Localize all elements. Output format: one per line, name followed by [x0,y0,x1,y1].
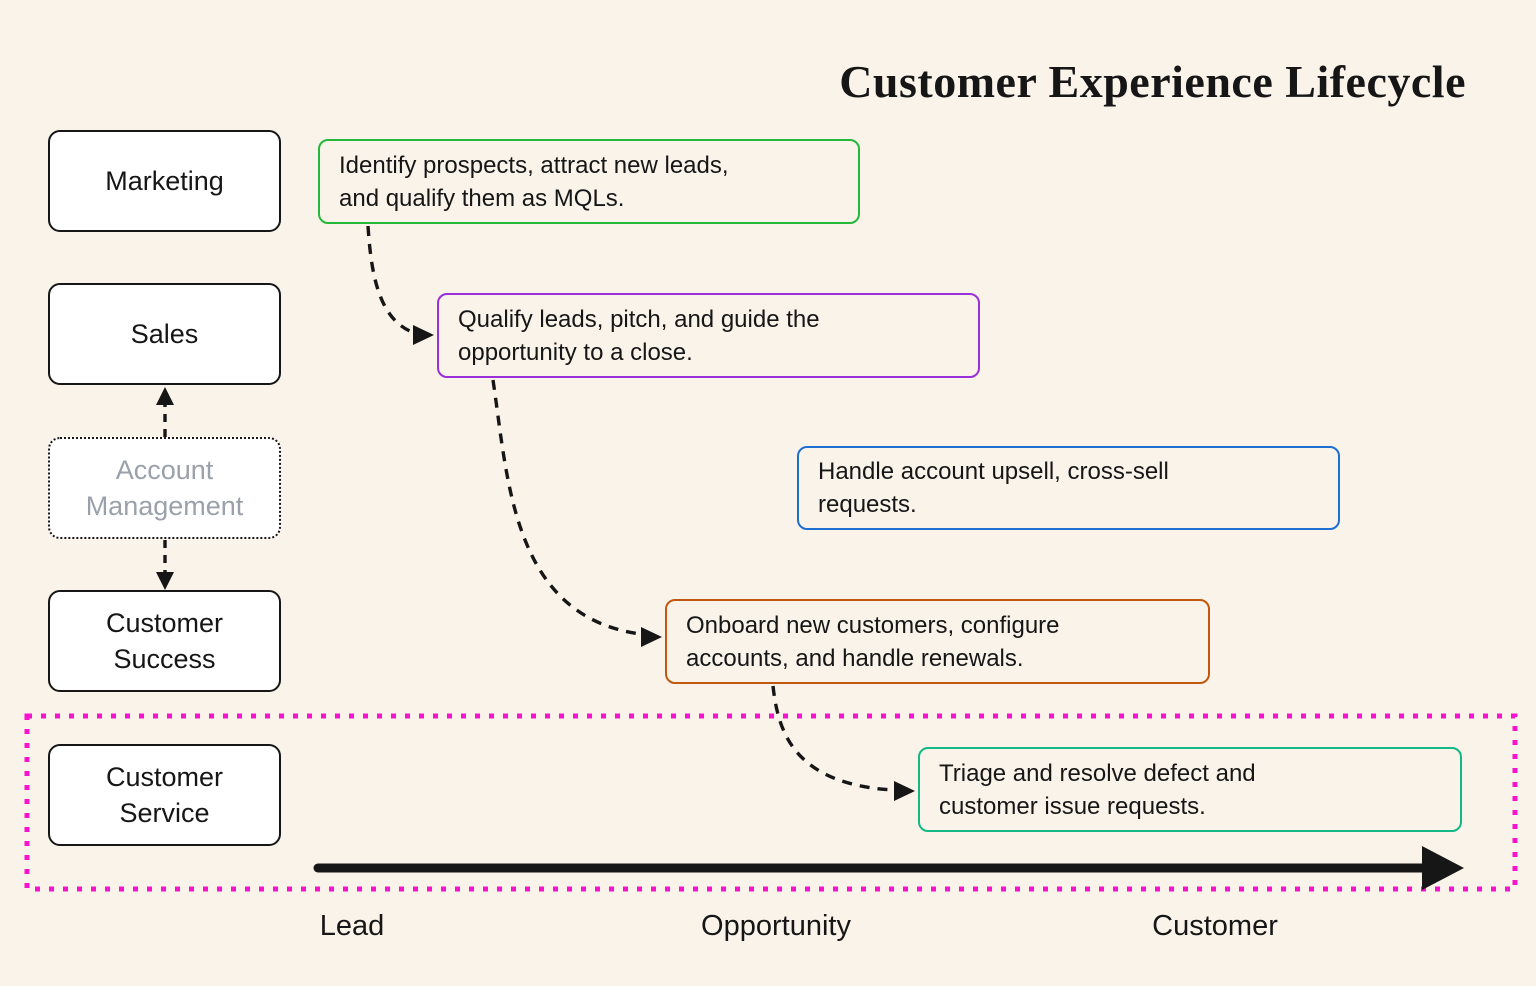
dept-label-sales: Sales [130,318,199,349]
dept-label-customer-success: Customer Success [105,607,224,674]
activity-text-marketing: Identify prospects, attract new leads, a… [339,151,729,212]
arrowhead-account-management-to-sales [156,387,174,405]
timeline-label-customer: Customer [1152,910,1278,942]
activity-box-customer-service: Triage and resolve defect and customer i… [918,747,1462,832]
activity-box-account-management: Handle account upsell, cross-sell reques… [797,446,1340,530]
activity-text-sales: Qualify leads, pitch, and guide the oppo… [458,305,820,366]
activity-box-sales: Qualify leads, pitch, and guide the oppo… [437,293,980,378]
dept-label-marketing: Marketing [105,165,224,196]
activity-text-customer-service: Triage and resolve defect and customer i… [939,759,1256,820]
dept-box-marketing: Marketing [48,130,281,232]
connector-sales-to-customer-success [491,379,641,636]
dept-box-sales: Sales [48,283,281,385]
arrowhead-customer-success-to-customer-service [894,781,915,801]
activity-text-customer-success: Onboard new customers, configure account… [686,611,1060,672]
diagram-title: Customer Experience Lifecycle [839,56,1466,107]
dept-box-customer-success: Customer Success [48,590,281,692]
arrowhead-account-management-to-customer-success [156,572,174,590]
dept-box-customer-service: Customer Service [48,744,281,846]
dept-label-account-management: Account Management [85,454,244,521]
dept-box-account-management: Account Management [48,437,281,539]
dept-label-customer-service: Customer Service [105,761,224,828]
connector-marketing-to-sales [366,225,413,334]
activity-box-customer-success: Onboard new customers, configure account… [665,599,1210,684]
activity-box-marketing: Identify prospects, attract new leads, a… [318,139,860,224]
arrowhead-marketing-to-sales [413,325,434,345]
timeline-label-opportunity: Opportunity [701,910,851,942]
activity-text-account-management: Handle account upsell, cross-sell reques… [818,458,1169,518]
timeline-arrow-head [1422,846,1464,890]
arrowhead-sales-to-customer-success [641,627,662,647]
connector-customer-success-to-customer-service [771,685,894,792]
timeline-label-lead: Lead [319,910,385,942]
